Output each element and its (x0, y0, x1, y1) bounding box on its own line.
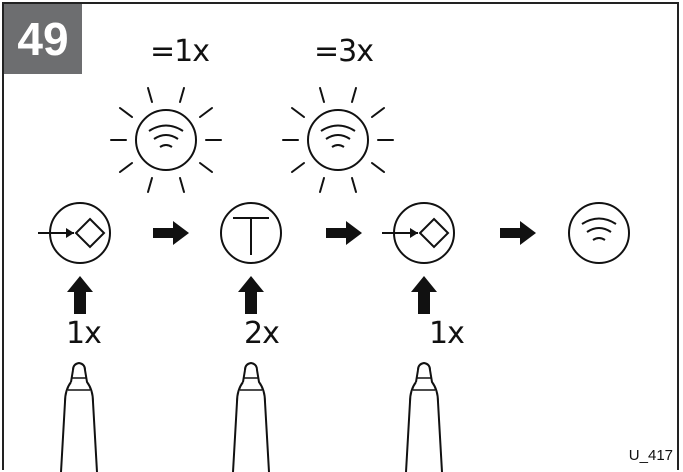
press-count-label-1: 1x (66, 316, 102, 351)
arrow-right-icon (500, 221, 536, 245)
arrow-up-icon (67, 276, 93, 314)
figure-code: U_417 (628, 447, 673, 464)
pen-icon (405, 362, 443, 472)
arrow-up-icon (411, 276, 437, 314)
t-button-icon (220, 202, 282, 264)
pen-icon (60, 362, 98, 472)
arrow-right-icon (153, 221, 189, 245)
step-number-badge: 49 (4, 4, 82, 74)
blink-count-label-1: =1x (150, 34, 210, 69)
wifi-light-icon (568, 202, 630, 264)
press-count-label-3: 1x (429, 316, 465, 351)
press-count-label-2: 2x (244, 316, 280, 351)
blinking-light-icon-2 (282, 87, 394, 193)
enter-button-icon (382, 202, 455, 264)
arrow-right-icon (326, 221, 362, 245)
arrow-up-icon (238, 276, 264, 314)
pen-icon (232, 362, 270, 472)
enter-button-icon (38, 202, 111, 264)
blinking-light-icon-1 (110, 87, 222, 193)
blink-count-label-2: =3x (314, 34, 374, 69)
